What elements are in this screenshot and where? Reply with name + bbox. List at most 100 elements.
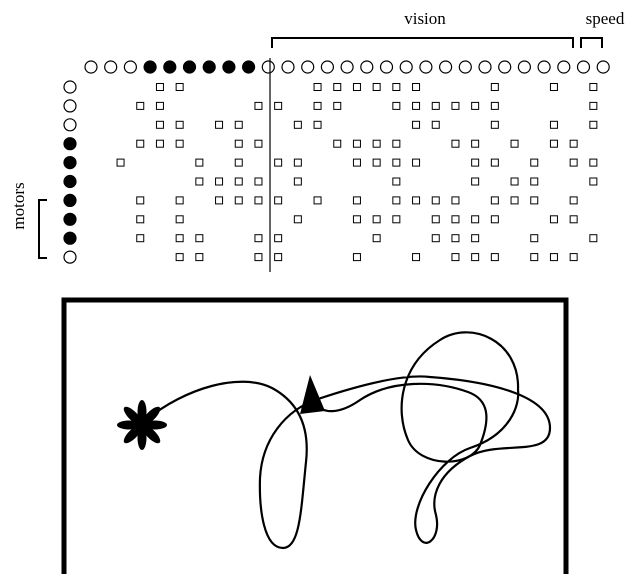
matrix-cell [156, 84, 163, 91]
motors-label: motors [9, 182, 28, 229]
matrix-cell [432, 102, 439, 109]
matrix-cell [255, 178, 262, 185]
matrix-cell [393, 84, 400, 91]
matrix-cell [491, 84, 498, 91]
matrix-cell [413, 121, 420, 128]
vision-bracket [272, 38, 573, 48]
matrix-cell [393, 197, 400, 204]
matrix-cell [452, 254, 459, 261]
matrix-cell [393, 140, 400, 147]
matrix-cell [491, 159, 498, 166]
matrix-cell [550, 84, 557, 91]
matrix-cell [531, 178, 538, 185]
matrix-cell [393, 159, 400, 166]
matrix-cell [275, 254, 282, 261]
column-input-circle [558, 61, 570, 73]
matrix-cell [590, 121, 597, 128]
matrix-cell [413, 84, 420, 91]
column-input-circle [302, 61, 314, 73]
column-input-circle [578, 61, 590, 73]
matrix-cell [531, 197, 538, 204]
matrix-cell [235, 197, 242, 204]
matrix-cell [393, 178, 400, 185]
matrix-cell [353, 216, 360, 223]
matrix-cell [472, 178, 479, 185]
matrix-cell [235, 178, 242, 185]
matrix-cell [491, 102, 498, 109]
column-input-circle [361, 61, 373, 73]
matrix-cell [353, 140, 360, 147]
matrix-cell [413, 102, 420, 109]
column-input-circle [85, 61, 97, 73]
matrix-cell [511, 140, 518, 147]
row-output-circle [64, 119, 76, 131]
matrix-cell [590, 235, 597, 242]
column-input-circle [597, 61, 609, 73]
matrix-cell [334, 140, 341, 147]
matrix-cell [156, 140, 163, 147]
row-output-circle [64, 232, 76, 244]
matrix-cell [452, 235, 459, 242]
matrix-cell [314, 84, 321, 91]
column-input-circles [85, 61, 609, 73]
column-input-circle [164, 61, 176, 73]
matrix-cell [196, 159, 203, 166]
matrix-cell [452, 140, 459, 147]
matrix-cell [314, 197, 321, 204]
matrix-cell [353, 197, 360, 204]
matrix-cell [550, 216, 557, 223]
column-input-circle [518, 61, 530, 73]
matrix-cell [432, 121, 439, 128]
matrix-cell [314, 121, 321, 128]
column-input-circle [223, 61, 235, 73]
column-input-circle [479, 61, 491, 73]
matrix-cell [235, 159, 242, 166]
column-input-circle [400, 61, 412, 73]
column-input-circle [243, 61, 255, 73]
matrix-cell [452, 197, 459, 204]
matrix-cell [373, 235, 380, 242]
matrix-cell [550, 254, 557, 261]
column-input-circle [499, 61, 511, 73]
column-input-circle [144, 61, 156, 73]
matrix-cell [550, 121, 557, 128]
matrix-cell [452, 216, 459, 223]
column-input-circle [321, 61, 333, 73]
robot-trajectory [146, 332, 550, 548]
matrix-cell [353, 159, 360, 166]
column-input-circle [440, 61, 452, 73]
row-output-circle [64, 138, 76, 150]
matrix-cell [137, 197, 144, 204]
row-output-circle [64, 251, 76, 263]
matrix-cell [413, 159, 420, 166]
matrix-cell [255, 140, 262, 147]
matrix-cell [275, 102, 282, 109]
matrix-cell [472, 159, 479, 166]
matrix-cell [393, 216, 400, 223]
matrix-cell [531, 254, 538, 261]
matrix-cell [353, 254, 360, 261]
matrix-cell [373, 140, 380, 147]
matrix-cell [255, 197, 262, 204]
matrix-cell [216, 197, 223, 204]
column-input-circle [341, 61, 353, 73]
matrix-cell [472, 235, 479, 242]
matrix-cell [491, 121, 498, 128]
matrix-cell [334, 102, 341, 109]
matrix-cell [472, 254, 479, 261]
column-input-circle [381, 61, 393, 73]
matrix-cell [570, 159, 577, 166]
matrix-cell [511, 197, 518, 204]
matrix-cell [590, 102, 597, 109]
matrix-cell [373, 159, 380, 166]
row-output-circles [64, 81, 76, 263]
matrix-cell [590, 178, 597, 185]
matrix-cell [570, 216, 577, 223]
matrix-cell [275, 235, 282, 242]
matrix-cell [570, 140, 577, 147]
connection-matrix [117, 84, 597, 261]
column-input-circle [184, 61, 196, 73]
matrix-cell [472, 216, 479, 223]
column-input-circle [124, 61, 136, 73]
